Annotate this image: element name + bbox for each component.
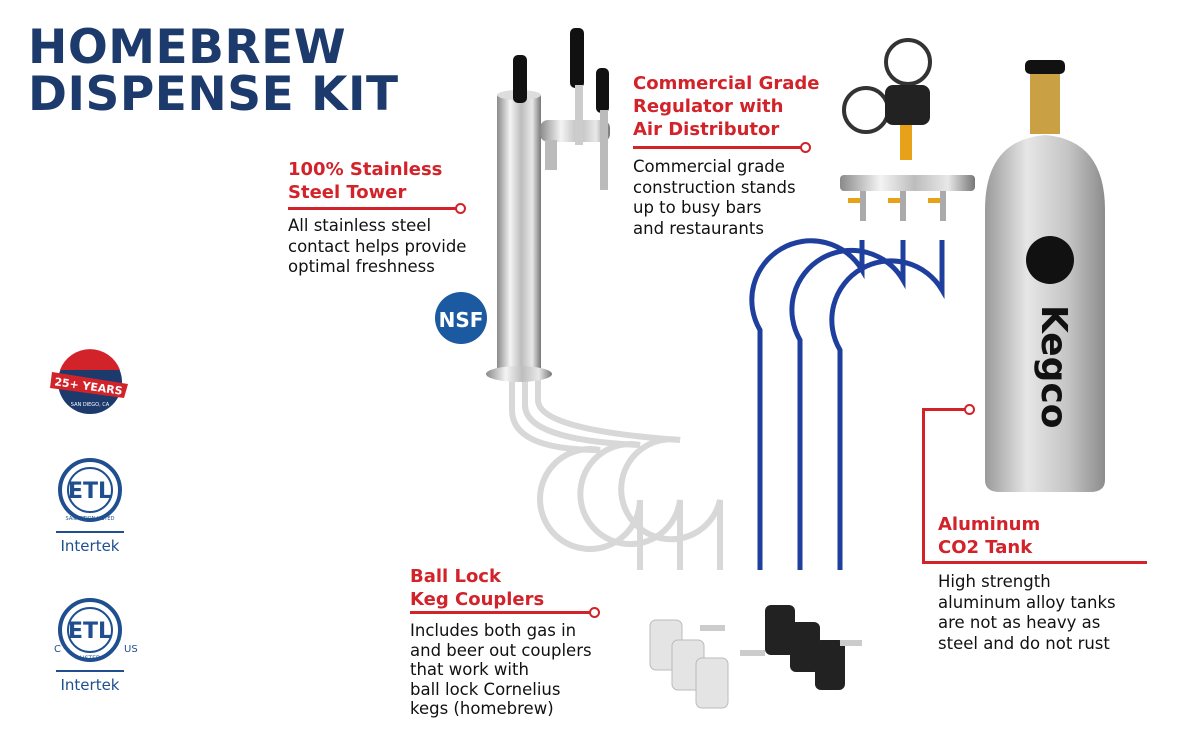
etl-sanitation-badge	[56, 458, 124, 533]
gas-lines	[749, 238, 945, 570]
etl-listed-badge	[56, 598, 124, 672]
callout-line	[922, 561, 1147, 564]
beer-lines	[509, 380, 723, 570]
callout-dot	[964, 404, 975, 415]
co2-tank-image: Kegco	[985, 60, 1105, 492]
page-title: HOMEBREW DISPENSE KIT	[28, 20, 399, 122]
location-text: SAN DIEGO, CA	[71, 402, 110, 408]
etl-c-text: C	[54, 644, 61, 655]
regulator-image	[840, 38, 975, 221]
callout-line	[288, 207, 456, 210]
etl-sanitation-text: SANITATION LISTED	[66, 516, 115, 522]
tank-brand: Kegco	[1033, 305, 1074, 429]
intertek-text: Intertek	[60, 676, 119, 694]
intertek-text: Intertek	[60, 537, 119, 555]
25-years-badge: 25+ YEARS SAN DIEGO, CA	[50, 349, 128, 414]
stainless-tower-image	[486, 28, 610, 382]
etl-us-text: US	[124, 644, 138, 655]
callout-line	[633, 146, 801, 149]
callout-dot	[800, 142, 811, 153]
callout-line	[410, 611, 590, 614]
etl-logo-text: ETL	[68, 619, 112, 644]
callout-line	[922, 408, 925, 564]
callout-dot	[589, 607, 600, 618]
etl-listed-text: LISTED	[80, 655, 101, 662]
nsf-text: NSF	[439, 308, 484, 332]
callout-line	[922, 408, 965, 411]
couplers-image	[649, 605, 862, 709]
etl-logo-text: ETL	[68, 479, 112, 504]
nsf-badge	[435, 292, 487, 344]
callout-dot	[455, 203, 466, 214]
